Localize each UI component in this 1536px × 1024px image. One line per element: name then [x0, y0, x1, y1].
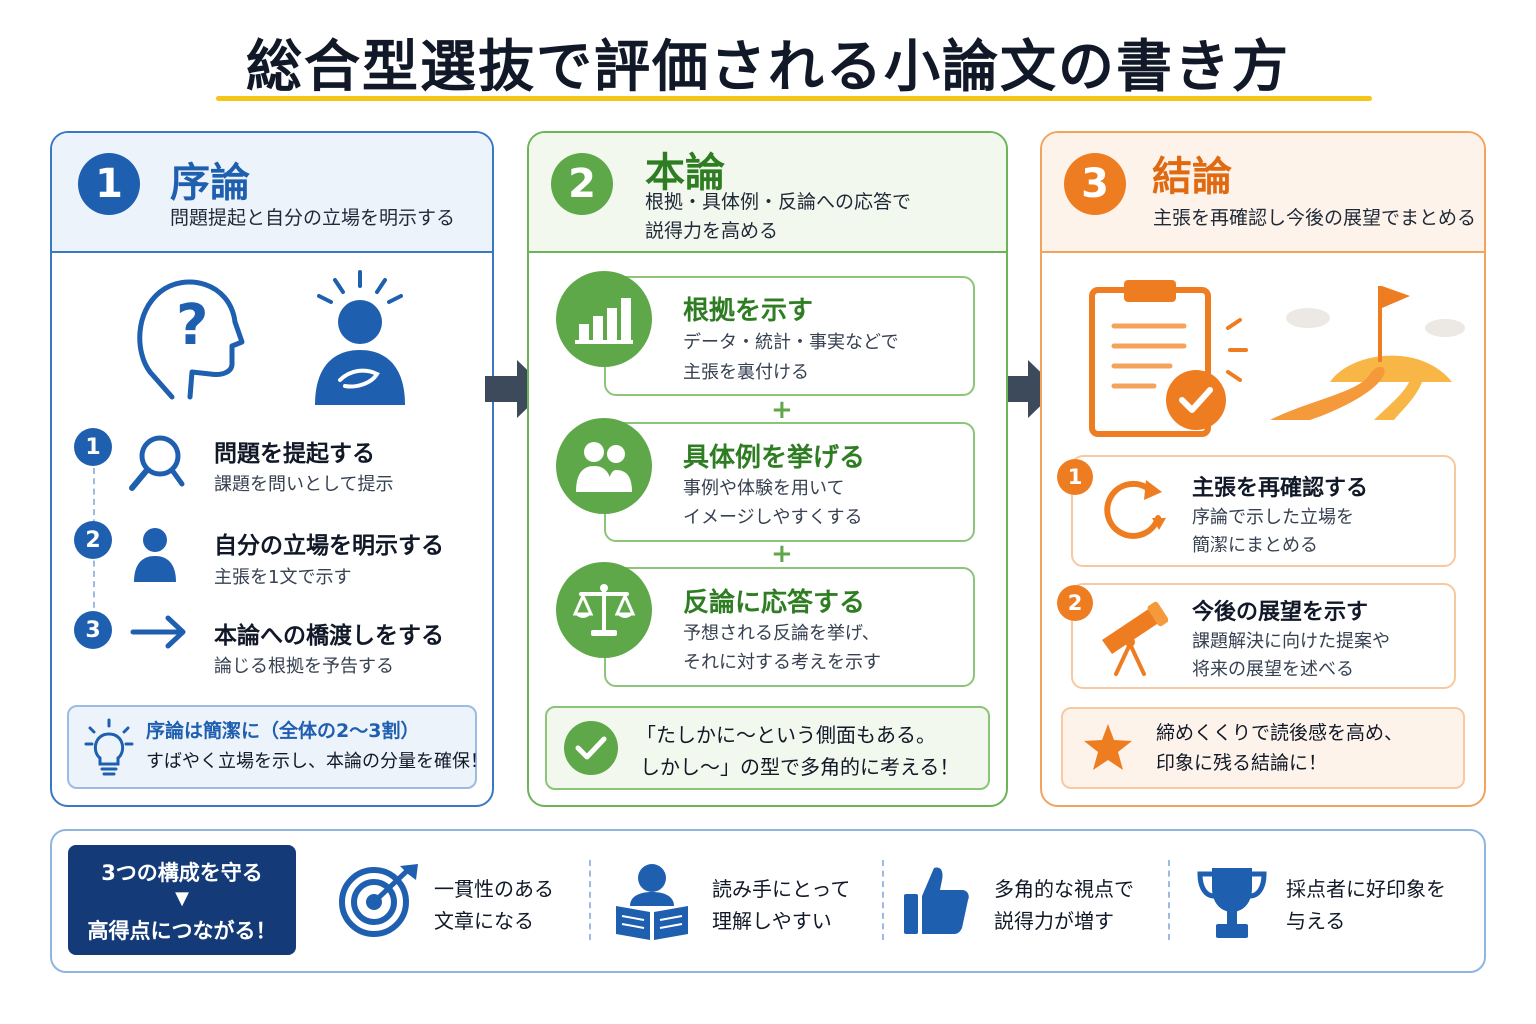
badge-line2: 高得点につながる！	[87, 919, 277, 943]
body-subtitle-line2: 説得力を高める	[645, 220, 779, 242]
plus-sign: +	[771, 539, 793, 569]
body-card-1-circle	[556, 271, 652, 367]
body-card-3-title: 反論に応答する	[683, 588, 866, 618]
intro-tip-line1: 序論は簡潔に（全体の2〜3割）	[146, 720, 420, 742]
intro-step-2-title: 自分の立場を明示する	[214, 533, 444, 559]
body-card-2-desc-line1: 事例や体験を用いて	[683, 478, 845, 499]
conclusion-card-2-desc-line1: 課題解決に向けた提案や	[1192, 631, 1390, 652]
benefits-badge: 3つの構成を守る ▼ 高得点につながる！	[68, 845, 296, 955]
conclusion-title: 結論	[1152, 154, 1232, 200]
star-icon	[1082, 722, 1134, 772]
body-tip-line1: 「たしかに〜という側面もある。	[636, 723, 936, 747]
magnifier-icon	[128, 432, 188, 494]
intro-step-2-desc: 主張を1文で示す	[214, 567, 352, 588]
intro-step-3-number: 3	[74, 611, 112, 649]
target-icon	[338, 862, 422, 938]
lightbulb-icon	[84, 718, 134, 776]
svg-text:?: ?	[176, 293, 208, 358]
body-card-3-desc-line2: それに対する考えを示す	[683, 652, 881, 673]
body-card-2-circle	[556, 418, 652, 514]
body-title: 本論	[645, 150, 725, 196]
intro-subtitle: 問題提起と自分の立場を明示する	[170, 207, 456, 229]
body-card-2-title: 具体例を挙げる	[683, 443, 866, 473]
scale-icon	[573, 582, 635, 638]
conclusion-tip-line2: 印象に残る結論に！	[1156, 752, 1328, 774]
benefit-divider	[882, 860, 884, 940]
clipboard-check-icon	[1088, 280, 1248, 440]
benefit-4-line2: 与える	[1286, 909, 1346, 933]
thinking-head-icon: ?	[130, 272, 250, 402]
intro-step-1-desc: 課題を問いとして提示	[214, 474, 394, 495]
reader-icon	[612, 862, 692, 942]
title-underline	[216, 96, 1372, 101]
body-card-3-desc-line1: 予想される反論を挙げ、	[683, 623, 880, 644]
benefit-2-line1: 読み手にとって	[712, 877, 851, 901]
benefit-1-line2: 文章になる	[434, 909, 534, 933]
benefit-3-line2: 説得力が増す	[994, 909, 1114, 933]
body-tip-box	[545, 706, 990, 790]
conclusion-card-2-title: 今後の展望を示す	[1192, 600, 1369, 625]
body-card-1-desc-line2: 主張を裏付ける	[683, 362, 809, 383]
plus-sign: +	[771, 395, 793, 425]
body-card-evidence	[604, 276, 975, 396]
intro-step-1-number: 1	[74, 428, 112, 466]
body-card-example	[604, 422, 975, 542]
benefit-3-line1: 多角的な視点で	[994, 877, 1134, 901]
conclusion-tip-line1: 締めくくりで読後感を高め、	[1156, 722, 1404, 744]
conclusion-card-1-desc-line1: 序論で示した立場を	[1192, 507, 1354, 528]
conclusion-card-2-number: 2	[1057, 585, 1093, 621]
intro-step-3-desc: 論じる根拠を予告する	[214, 656, 394, 677]
trophy-icon	[1196, 866, 1268, 940]
intro-tip-line2: すばやく立場を示し、本論の分量を確保！	[146, 751, 488, 772]
body-card-1-title: 根拠を示す	[683, 296, 814, 326]
check-icon	[564, 721, 618, 775]
intro-step-2-number: 2	[74, 521, 112, 559]
goal-flag-icon	[1270, 282, 1470, 422]
people-icon	[574, 440, 634, 492]
conclusion-card-2-desc-line2: 将来の展望を述べる	[1192, 659, 1354, 680]
badge-line1: 3つの構成を守る	[101, 861, 263, 885]
body-card-1-desc-line1: データ・統計・事実などで	[683, 332, 899, 353]
benefit-divider	[589, 860, 591, 940]
conclusion-card-1-number: 1	[1057, 459, 1093, 495]
bar-chart-icon	[575, 294, 633, 344]
badge-arrow-icon: ▼	[175, 888, 189, 909]
arrow-right-icon	[130, 614, 188, 650]
refresh-icon	[1100, 478, 1172, 544]
body-number-badge: 2	[551, 153, 613, 215]
intro-step-3-title: 本論への橋渡しをする	[214, 623, 444, 649]
body-card-2-desc-line2: イメージしやすくする	[683, 507, 863, 528]
conclusion-tip-box	[1061, 707, 1465, 789]
intro-number-badge: 1	[78, 153, 140, 215]
intro-tip-box	[67, 705, 477, 789]
benefit-1-line1: 一貫性のある	[434, 877, 554, 901]
telescope-icon	[1098, 600, 1168, 676]
conclusion-card-1-desc-line2: 簡潔にまとめる	[1192, 535, 1318, 556]
benefit-4-line1: 採点者に好印象を	[1286, 877, 1446, 901]
conclusion-card-reconfirm	[1071, 455, 1456, 567]
conclusion-subtitle: 主張を再確認し今後の展望でまとめる	[1153, 207, 1477, 229]
person-icon	[132, 526, 178, 582]
benefit-divider	[1168, 860, 1170, 940]
benefit-2-line2: 理解しやすい	[712, 909, 832, 933]
body-card-rebuttal	[604, 567, 975, 687]
intro-title: 序論	[170, 160, 250, 206]
conclusion-card-1-title: 主張を再確認する	[1192, 476, 1369, 501]
intro-panel	[50, 131, 494, 807]
conclusion-number-badge: 3	[1064, 153, 1126, 215]
page-title: 総合型選抜で評価される小論文の書き方	[246, 35, 1290, 100]
body-card-3-circle	[556, 562, 652, 658]
intro-step-1-title: 問題を提起する	[214, 441, 375, 467]
body-subtitle-line1: 根拠・具体例・反論への応答で	[645, 191, 912, 213]
body-tip-line2: しかし〜」の型で多角的に考える！	[640, 755, 960, 779]
confident-person-icon	[305, 270, 415, 410]
thumbs-up-icon	[902, 864, 970, 936]
